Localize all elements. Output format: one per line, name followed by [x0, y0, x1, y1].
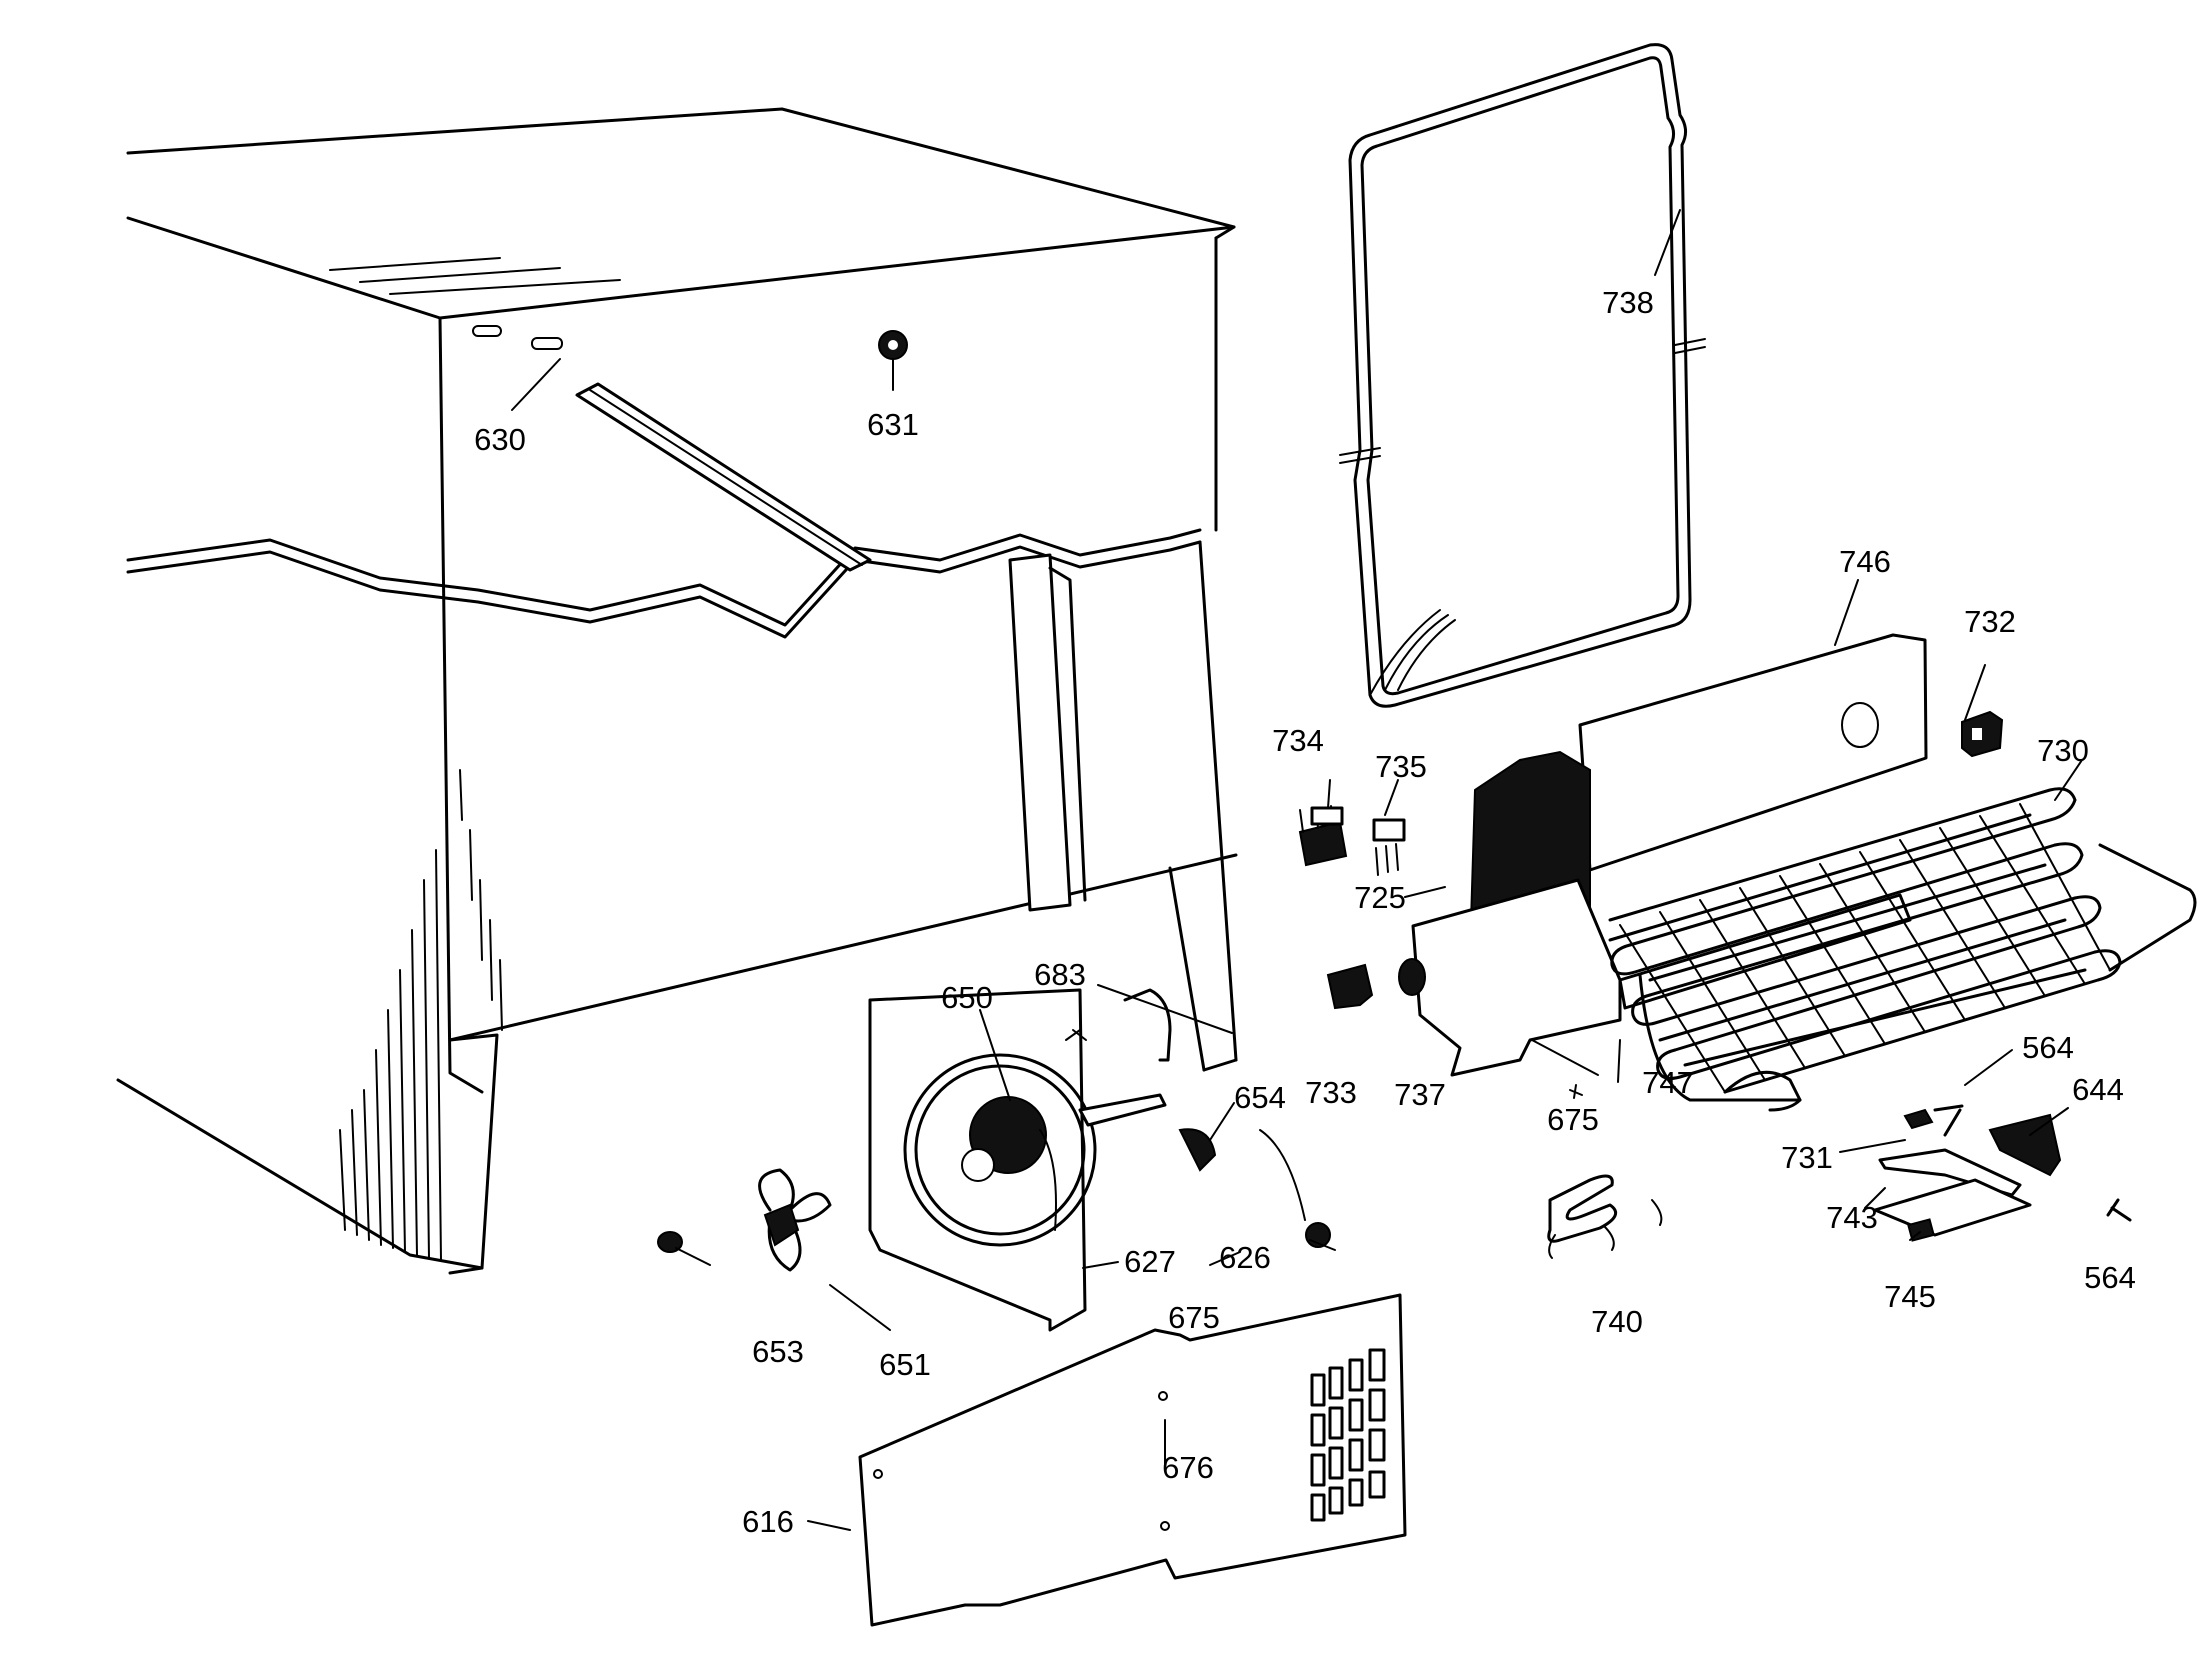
access-panel [858, 1293, 1407, 1627]
callout-731: 731 [1781, 1140, 1833, 1175]
leader-lines [511, 209, 2083, 1531]
callout-734: 734 [1272, 723, 1324, 758]
callout-651: 651 [879, 1347, 931, 1382]
callout-616: 616 [742, 1504, 794, 1539]
fan-assembly [657, 988, 1336, 1332]
callout-564-upper: 564 [2022, 1030, 2074, 1065]
callout-746: 746 [1839, 544, 1891, 579]
callout-683: 683 [1034, 957, 1086, 992]
callout-631: 631 [867, 407, 919, 442]
callout-730: 730 [2037, 733, 2089, 768]
callout-626: 626 [1219, 1240, 1271, 1275]
callout-564-lower: 564 [2084, 1260, 2136, 1295]
callout-630: 630 [474, 422, 526, 457]
callout-725: 725 [1354, 880, 1406, 915]
callout-653: 653 [752, 1334, 804, 1369]
callout-644: 644 [2072, 1072, 2124, 1107]
callout-675-upper: 675 [1547, 1102, 1599, 1137]
callout-676: 676 [1162, 1450, 1214, 1485]
callout-654: 654 [1234, 1080, 1286, 1115]
callout-747: 747 [1642, 1065, 1694, 1100]
callout-740: 740 [1591, 1304, 1643, 1339]
callout-733: 733 [1305, 1075, 1357, 1110]
callout-735: 735 [1375, 749, 1427, 784]
cabinet [116, 107, 1238, 1275]
callout-732: 732 [1964, 604, 2016, 639]
callout-745: 745 [1884, 1279, 1936, 1314]
callout-627: 627 [1124, 1244, 1176, 1279]
callout-737: 737 [1394, 1077, 1446, 1112]
callout-labels: 630 631 738 746 732 734 735 730 725 683 … [474, 285, 2136, 1539]
callout-743: 743 [1826, 1200, 1878, 1235]
condensing-unit [1298, 633, 2197, 1259]
callout-650: 650 [941, 980, 993, 1015]
callout-738: 738 [1602, 285, 1654, 320]
callout-675-lower: 675 [1168, 1300, 1220, 1335]
door-gasket [1339, 43, 1706, 708]
